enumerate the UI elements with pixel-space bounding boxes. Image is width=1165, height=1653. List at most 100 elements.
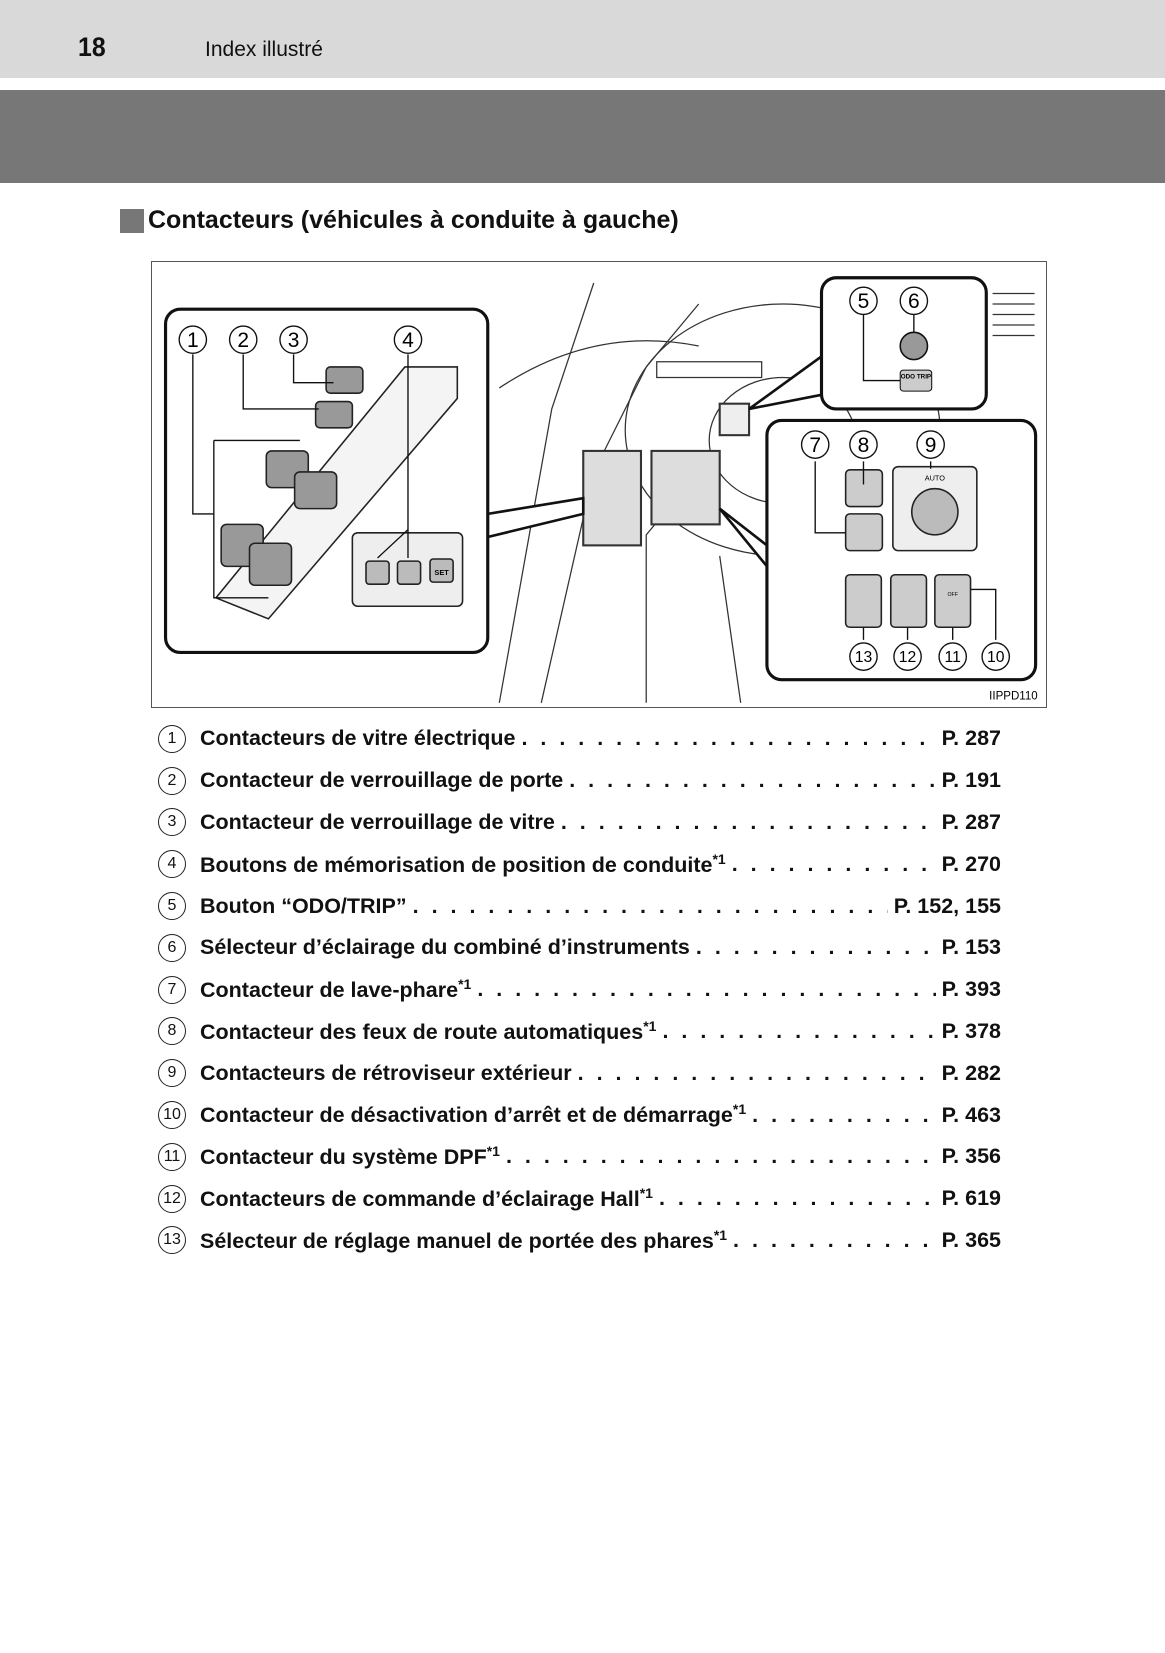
callout-11: 11 — [938, 642, 968, 671]
page-reference[interactable]: P. 619 — [941, 1186, 1001, 1211]
list-item: 1 Contacteurs de vitre électrique P. 287 — [158, 718, 1001, 760]
leader-dots — [659, 1186, 936, 1211]
item-label: Contacteur du système DPF*1 — [200, 1143, 500, 1170]
item-label: Bouton “ODO/TRIP” — [200, 893, 407, 918]
callout-2: 2 — [228, 325, 258, 354]
item-number: 10 — [158, 1101, 186, 1130]
item-number: 13 — [158, 1226, 186, 1255]
callout-9: 9 — [916, 430, 945, 459]
list-item: 3 Contacteur de verrouillage de vitre P.… — [158, 802, 1001, 844]
footnote-ref: *1 — [458, 976, 472, 993]
leader-dots — [732, 852, 936, 877]
item-label: Contacteur de verrouillage de porte — [200, 768, 564, 793]
section-title: Index illustré — [205, 38, 323, 61]
list-item: 13 Sélecteur de réglage manuel de portée… — [158, 1220, 1001, 1262]
list-item: 8 Contacteur des feux de route automatiq… — [158, 1011, 1001, 1053]
list-item: 12 Contacteurs de commande d’éclairage H… — [158, 1178, 1001, 1220]
footnote-ref: *1 — [639, 1185, 653, 1202]
callout-12: 12 — [893, 642, 922, 671]
item-number: 9 — [158, 1059, 186, 1088]
item-number: 1 — [158, 724, 186, 753]
footnote-ref: *1 — [712, 850, 726, 867]
footnote-ref: *1 — [732, 1101, 747, 1118]
page-reference[interactable]: P. 393 — [941, 977, 1001, 1002]
page-reference[interactable]: P. 152, 155 — [893, 893, 1001, 918]
svg-text:13: 13 — [855, 649, 873, 666]
lower-switches — [844, 465, 978, 629]
window-switches — [214, 366, 464, 620]
leader-dots — [561, 810, 936, 835]
title-band — [0, 90, 1165, 183]
item-label: Contacteur de désactivation d’arrêt et d… — [200, 1101, 747, 1128]
callout-1: 1 — [178, 325, 208, 354]
item-number: 11 — [158, 1142, 186, 1171]
page-reference[interactable]: P. 365 — [941, 1227, 1001, 1252]
page-reference[interactable]: P. 191 — [941, 768, 1001, 793]
section-heading: Contacteurs (véhicules à conduite à gauc… — [120, 206, 679, 235]
leader-dots — [413, 894, 888, 919]
page-reference[interactable]: P. 270 — [941, 851, 1001, 876]
leader-lines-left — [192, 354, 409, 599]
list-item: 2 Contacteur de verrouillage de porte P.… — [158, 760, 1001, 802]
item-label: Contacteur de lave-phare*1 — [200, 976, 472, 1003]
heading-square-icon — [120, 208, 144, 233]
footnote-ref: *1 — [643, 1017, 657, 1034]
leader-dots — [733, 1228, 936, 1253]
header-band: 18 Index illustré — [0, 0, 1165, 78]
callout-3: 3 — [279, 325, 308, 354]
page-reference[interactable]: P. 287 — [941, 809, 1001, 834]
item-label: Sélecteur d’éclairage du combiné d’instr… — [200, 935, 690, 960]
item-number: 2 — [158, 766, 186, 795]
page-reference[interactable]: P. 356 — [941, 1144, 1001, 1169]
leader-dots — [521, 726, 935, 751]
item-label: Boutons de mémorisation de position de c… — [200, 850, 726, 877]
page-reference[interactable]: P. 378 — [941, 1018, 1001, 1043]
svg-text:7: 7 — [809, 434, 821, 457]
page-reference[interactable]: P. 282 — [941, 1060, 1001, 1085]
list-item: 10 Contacteur de désactivation d’arrêt e… — [158, 1094, 1001, 1136]
item-number: 7 — [158, 975, 186, 1004]
svg-text:1: 1 — [187, 329, 199, 352]
heading-text: Contacteurs (véhicules à conduite à gauc… — [148, 206, 679, 234]
list-item: 6 Sélecteur d’éclairage du combiné d’ins… — [158, 927, 1001, 969]
item-label: Contacteur de verrouillage de vitre — [200, 809, 555, 834]
leader-dots — [696, 935, 936, 960]
callout-8: 8 — [849, 430, 878, 459]
page-reference[interactable]: P. 287 — [941, 726, 1001, 751]
item-label: Sélecteur de réglage manuel de portée de… — [200, 1226, 728, 1254]
item-label: Contacteurs de rétroviseur extérieur — [200, 1060, 572, 1085]
item-number: 6 — [158, 933, 186, 962]
item-number: 5 — [158, 892, 186, 921]
svg-text:11: 11 — [945, 649, 961, 666]
item-number: 8 — [158, 1017, 186, 1046]
list-item: 4 Boutons de mémorisation de position de… — [158, 843, 1001, 885]
svg-text:10: 10 — [987, 649, 1005, 666]
svg-text:9: 9 — [925, 434, 937, 457]
item-number: 4 — [158, 850, 186, 879]
svg-text:12: 12 — [899, 649, 917, 666]
list-item: 5 Bouton “ODO/TRIP” P. 152, 155 — [158, 885, 1001, 927]
illustration-svg: SET ODO TRIP AUTO OFF 1 2 3 4 5 6 7 8 9 … — [163, 276, 1038, 703]
item-label: Contacteurs de vitre électrique — [200, 726, 516, 751]
leader-dots — [477, 977, 935, 1002]
callout-13: 13 — [849, 642, 878, 671]
callout-4: 4 — [393, 325, 423, 354]
callout-10: 10 — [981, 642, 1011, 671]
item-label: Contacteur des feux de route automatique… — [200, 1017, 657, 1045]
set-button-label: SET — [434, 568, 449, 577]
item-label: Contacteurs de commande d’éclairage Hall… — [200, 1185, 653, 1212]
dimmer-knob-icon — [899, 331, 929, 361]
svg-text:2: 2 — [237, 329, 249, 352]
page-reference[interactable]: P. 153 — [941, 935, 1001, 960]
list-item: 9 Contacteurs de rétroviseur extérieur P… — [158, 1052, 1001, 1094]
off-label: OFF — [947, 592, 957, 598]
leader-dots — [578, 1061, 936, 1086]
footnote-ref: *1 — [713, 1226, 728, 1243]
svg-text:4: 4 — [402, 329, 414, 352]
page-reference[interactable]: P. 463 — [941, 1102, 1001, 1127]
leader-dots — [662, 1019, 935, 1044]
svg-text:8: 8 — [858, 434, 870, 457]
figure-code: IIPPD110 — [989, 691, 1038, 703]
auto-label: AUTO — [925, 473, 946, 482]
callout-6: 6 — [899, 286, 929, 316]
